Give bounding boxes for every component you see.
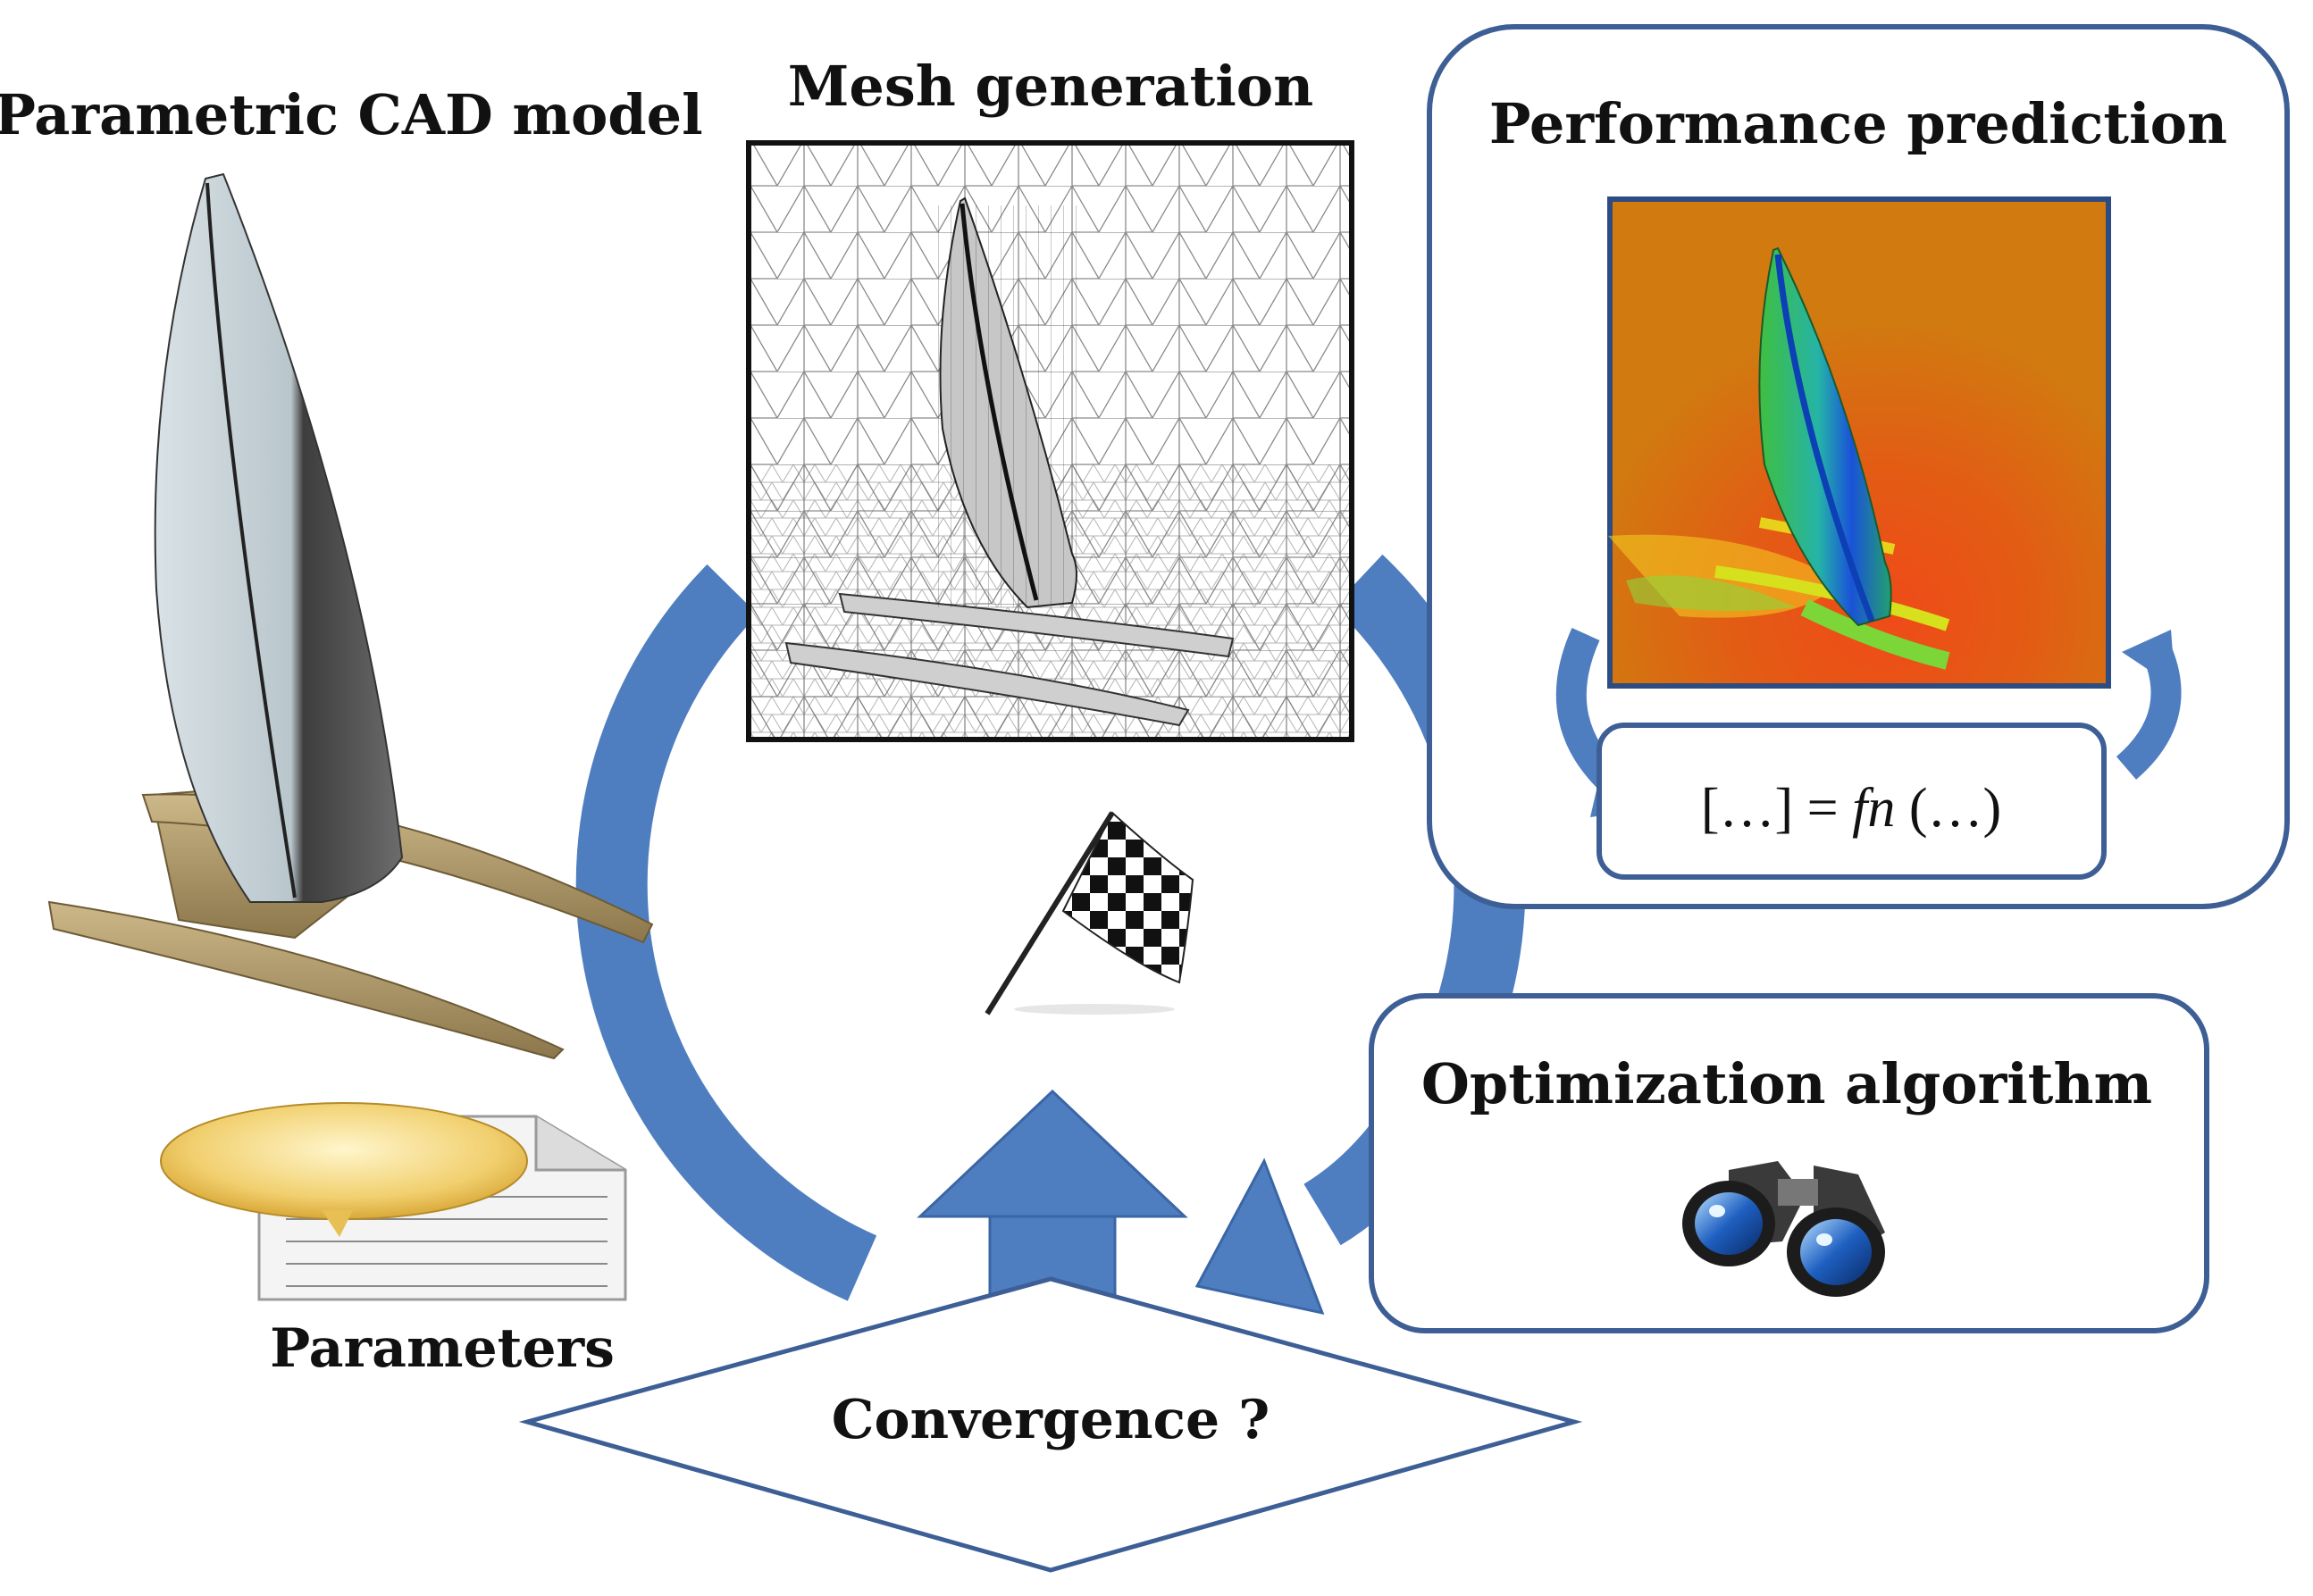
checkered-flag-icon [985, 811, 1194, 1015]
mesh-image [746, 140, 1354, 742]
mesh-title: Mesh generation [788, 54, 1313, 119]
convergence-diamond [518, 1276, 1583, 1573]
loop-arrowhead [1194, 1157, 1325, 1316]
performance-title: Performance prediction [1489, 91, 2227, 156]
loop-arc-left [575, 564, 877, 1301]
convergence-decision: Convergence ? [518, 1276, 1583, 1573]
formula-text: […] = fn (…) [1701, 778, 2001, 839]
performance-box: Performance prediction […] = fn (…) [1427, 24, 2290, 909]
cad-boat-model [47, 172, 654, 1060]
formula-box [1596, 723, 2107, 880]
parameters-label: Parameters [270, 1317, 615, 1380]
convergence-label: Convergence ? [832, 1389, 1270, 1451]
optimization-title: Optimization algorithm [1421, 1051, 2152, 1116]
document-icon [160, 1102, 627, 1301]
cfd-result-image [1607, 196, 2111, 689]
binoculars-icon [1682, 1161, 1885, 1297]
cad-hull-front [47, 900, 565, 1060]
speech-bubble [160, 1102, 528, 1220]
cad-wing-sail [154, 172, 404, 903]
cad-title: Parametric CAD model [0, 82, 703, 147]
optimization-box: Optimization algorithm [1369, 993, 2209, 1333]
